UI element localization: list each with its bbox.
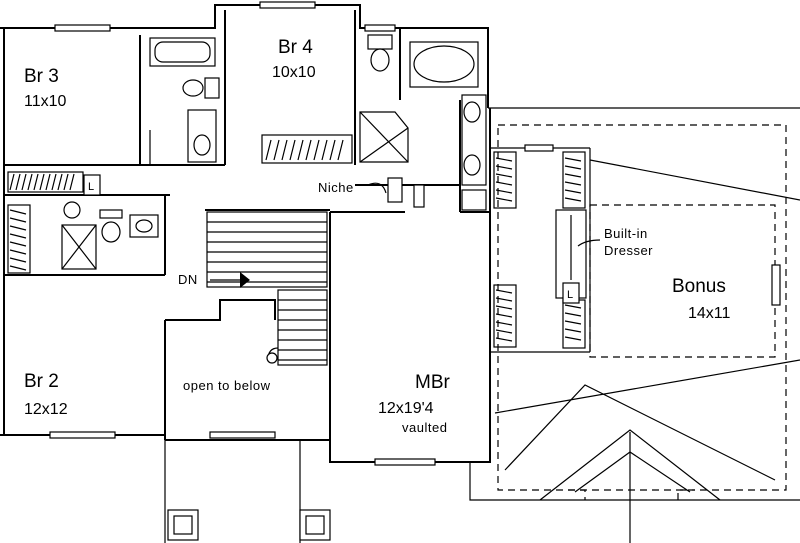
stairs: [206, 211, 328, 366]
room-size-br4: 10x10: [272, 64, 316, 81]
down-arrow-icon: [240, 272, 250, 288]
room-note-mbr: vaulted: [402, 420, 447, 435]
sink: [193, 134, 211, 156]
built-in-label-line1: Built-in: [604, 226, 648, 241]
linen-closet-master: [562, 282, 580, 304]
open-to-below-label: open to below: [183, 378, 271, 393]
room-name-br4: Br 4: [278, 37, 313, 58]
roof-outline: [469, 107, 800, 543]
master-toilet: [370, 48, 390, 72]
niche: [387, 177, 403, 203]
toilet-tank: [204, 77, 220, 99]
room-name-bonus: Bonus: [672, 276, 726, 297]
niche-label: Niche: [318, 180, 354, 195]
closets: [7, 134, 587, 349]
room-size-bonus: 14x11: [688, 305, 731, 322]
room-size-mbr: 12x19'4: [378, 400, 434, 417]
linen-label-master: L: [567, 289, 573, 301]
room-name-br3: Br 3: [24, 66, 59, 87]
built-in-label-line2: Dresser: [604, 243, 653, 258]
room-name-br2: Br 2: [24, 371, 59, 392]
room-size-br3: 11x10: [24, 93, 67, 110]
linen-closet-hall: [83, 174, 101, 196]
room-name-mbr: MBr: [415, 372, 451, 393]
interior-walls: [4, 10, 591, 462]
built-in-leader: [577, 239, 601, 247]
stairs-down-label: DN: [178, 272, 198, 287]
windows: [49, 1, 781, 466]
linen-label-hall: L: [88, 181, 94, 193]
toilet: [182, 79, 204, 97]
room-size-br2: 12x12: [24, 401, 68, 418]
niche-leader: [367, 182, 387, 194]
bathroom-fixtures: [61, 34, 487, 270]
